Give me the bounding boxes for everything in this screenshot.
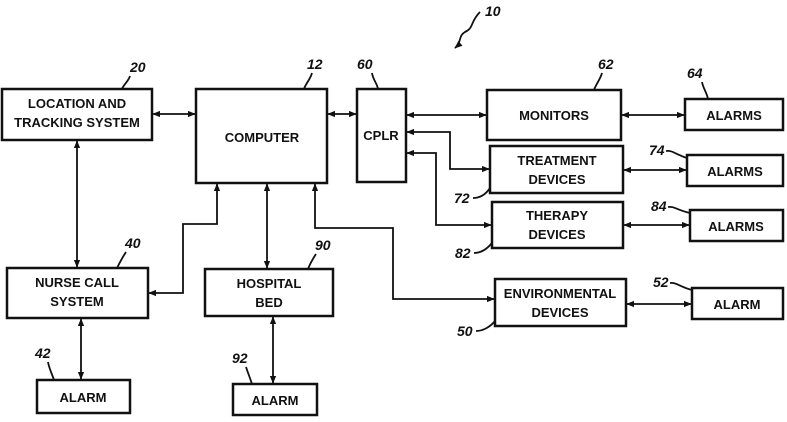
treatment-alarms-block: ALARMS xyxy=(687,155,783,186)
hospital-bed-block: HOSPITAL BED xyxy=(205,269,333,316)
figure-ref-arrow xyxy=(455,12,480,48)
bed-alarm-leader xyxy=(246,367,252,384)
hospital-bed-label-line2: BED xyxy=(255,295,282,310)
treatment-alarms-label: ALARMS xyxy=(707,164,763,179)
treatment-devices-ref: 72 xyxy=(454,190,470,206)
environmental-devices-ref: 50 xyxy=(457,323,473,339)
therapy-devices-ref: 82 xyxy=(455,245,471,261)
environmental-devices-leader xyxy=(476,321,495,331)
treatment-devices-label-line2: DEVICES xyxy=(528,172,585,187)
treatment-alarms-leader xyxy=(666,151,687,158)
nurse-alarm-leader xyxy=(48,362,54,380)
nurse-alarm-label: ALARM xyxy=(60,390,107,405)
location-tracking-leader xyxy=(122,76,130,89)
treatment-devices-label-line1: TREATMENT xyxy=(517,153,596,168)
environmental-alarm-ref: 52 xyxy=(653,274,669,290)
computer-block: COMPUTER xyxy=(196,89,327,183)
nurse-call-label-line1: NURSE CALL xyxy=(35,275,119,290)
monitors-ref: 62 xyxy=(598,56,614,72)
nurse-call-block: NURSE CALL SYSTEM xyxy=(7,268,148,318)
location-tracking-label-line2: TRACKING SYSTEM xyxy=(14,115,140,130)
environmental-devices-label-line1: ENVIRONMENTAL xyxy=(504,286,616,301)
cplr-ref: 60 xyxy=(357,56,373,72)
monitors-label: MONITORS xyxy=(519,108,589,123)
computer-leader xyxy=(304,73,312,89)
therapy-devices-label-line1: THERAPY xyxy=(526,208,588,223)
arrow-cplr-treatment xyxy=(407,132,489,169)
therapy-alarms-leader xyxy=(668,207,690,213)
monitors-block: MONITORS xyxy=(487,90,621,140)
arrow-cplr-therapy xyxy=(407,153,491,225)
monitors-leader xyxy=(594,73,602,90)
figure-ref-number: 10 xyxy=(485,3,501,19)
monitors-alarms-leader xyxy=(702,82,708,99)
location-tracking-label-line1: LOCATION AND xyxy=(28,96,126,111)
bed-alarm-ref: 92 xyxy=(232,350,248,366)
treatment-alarms-ref: 74 xyxy=(649,142,665,158)
therapy-devices-label-line2: DEVICES xyxy=(528,227,585,242)
therapy-devices-block: THERAPY DEVICES xyxy=(492,202,623,248)
nurse-call-ref: 40 xyxy=(124,235,141,251)
environmental-alarm-label: ALARM xyxy=(714,297,761,312)
cplr-label: CPLR xyxy=(363,128,399,143)
bed-alarm-label: ALARM xyxy=(252,393,299,408)
hospital-bed-label-line1: HOSPITAL xyxy=(237,276,302,291)
environmental-devices-label-line2: DEVICES xyxy=(531,305,588,320)
monitors-alarms-label: ALARMS xyxy=(706,108,762,123)
monitors-alarms-block: ALARMS xyxy=(685,99,783,130)
hospital-bed-ref: 90 xyxy=(315,237,331,253)
therapy-devices-leader xyxy=(474,243,492,253)
environmental-devices-block: ENVIRONMENTAL DEVICES xyxy=(495,279,626,326)
bed-alarm-block: ALARM xyxy=(233,384,317,415)
environmental-alarm-leader xyxy=(670,283,692,290)
therapy-alarms-label: ALARMS xyxy=(708,219,764,234)
location-tracking-block: LOCATION AND TRACKING SYSTEM xyxy=(2,89,152,140)
nurse-call-label-line2: SYSTEM xyxy=(50,294,103,309)
location-tracking-ref: 20 xyxy=(129,59,146,75)
hospital-bed-leader xyxy=(308,254,316,269)
monitors-alarms-ref: 64 xyxy=(687,65,703,81)
nurse-alarm-block: ALARM xyxy=(37,380,130,413)
therapy-alarms-block: ALARMS xyxy=(690,210,783,241)
nurse-alarm-ref: 42 xyxy=(34,345,51,361)
cplr-leader xyxy=(372,73,378,89)
treatment-devices-leader xyxy=(473,188,490,198)
therapy-alarms-ref: 84 xyxy=(651,198,667,214)
cplr-block: CPLR xyxy=(357,89,406,182)
nurse-call-leader xyxy=(117,252,126,268)
environmental-alarm-block: ALARM xyxy=(692,288,783,319)
computer-ref: 12 xyxy=(307,56,323,72)
treatment-devices-block: TREATMENT DEVICES xyxy=(490,146,623,193)
computer-label: COMPUTER xyxy=(225,130,300,145)
